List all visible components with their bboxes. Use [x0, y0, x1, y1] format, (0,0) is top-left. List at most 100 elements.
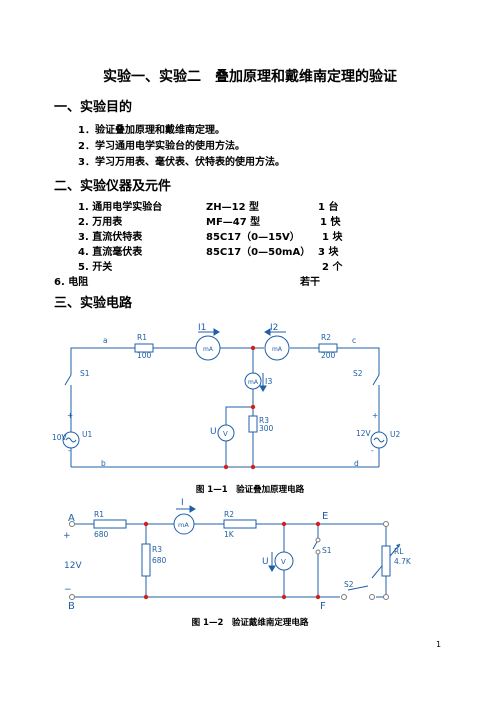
plus-sign: +: [372, 411, 378, 420]
r2-label: R2: [224, 510, 234, 519]
current-i3-label: I3: [265, 377, 272, 386]
resistor-r1: [93, 519, 127, 529]
r2-value: 200: [321, 351, 336, 360]
resistor-r1: [134, 343, 154, 353]
figure-2-caption: 图 1—2 验证戴维南定理电路: [191, 618, 309, 628]
equipment-qty: 1 块: [322, 232, 343, 243]
source-voltage: 12V: [64, 561, 82, 571]
voltmeter-label: V: [281, 558, 286, 566]
ammeter: [173, 513, 195, 535]
node-label-e: E: [322, 511, 328, 522]
current-arrows: [176, 505, 276, 572]
switch-s1-label: S1: [322, 546, 332, 555]
circuit-wires: [72, 523, 401, 598]
r3-value: 300: [259, 424, 274, 433]
voltmeter: [274, 551, 294, 571]
equipment-name: 2. 万用表: [78, 217, 123, 228]
equipment-name: 1. 通用电学实验台: [78, 202, 163, 213]
r3-label: R3: [152, 545, 162, 554]
rheostat-arrow: [396, 544, 400, 548]
ammeter-i2: [264, 335, 290, 361]
r1-label: R1: [137, 333, 147, 342]
switch-s2-label: S2: [344, 580, 354, 589]
voltage-u-label: U: [210, 427, 217, 437]
source-u1-label: U1: [82, 430, 92, 439]
rl-value: 4.7K: [394, 557, 412, 566]
r2-value: 1K: [224, 530, 235, 539]
ammeter-label: mA: [178, 521, 189, 529]
resistor-r2: [318, 343, 338, 353]
r1-label: R1: [94, 510, 104, 519]
r3-label: R3: [259, 416, 269, 425]
purpose-item-2: 2．学习通用电学实验台的使用方法。: [78, 141, 245, 152]
switch-s1-label: S1: [80, 369, 90, 378]
equipment-qty: 1 台: [318, 202, 339, 213]
page-number: 1: [436, 640, 442, 649]
section-heading-equipment: 二、实验仪器及元件: [54, 179, 172, 194]
source-u2-voltage: 12V: [356, 429, 372, 438]
source-u1-voltage: 10V: [52, 433, 68, 442]
current-i2-label: I2: [270, 323, 278, 333]
resistor-r3: [141, 543, 151, 577]
r1-value: 100: [137, 351, 152, 360]
node-label-d: d: [354, 459, 359, 468]
r1-value: 680: [94, 530, 109, 539]
ammeter-i2-label: mA: [272, 346, 283, 353]
r3-value: 680: [152, 556, 167, 565]
rl-label: RL: [394, 547, 404, 556]
switch-s2-label: S2: [353, 369, 363, 378]
voltmeter: [217, 424, 235, 442]
load-resistor-rl: [381, 545, 391, 577]
purpose-item-1: 1．验证叠加原理和戴维南定理。: [78, 125, 225, 136]
circuit-terminals: [69, 521, 389, 600]
current-i-label: I: [181, 498, 184, 508]
purpose-item-3: 3．学习万用表、毫伏表、伏特表的使用方法。: [78, 157, 285, 168]
resistor-r3: [248, 415, 258, 433]
equipment-name: 4. 直流毫伏表: [78, 247, 143, 258]
page-title: 实验一、实验二 叠加原理和戴维南定理的验证: [103, 69, 397, 85]
section-heading-purpose: 一、实验目的: [54, 100, 133, 115]
node-label-c: c: [352, 336, 356, 345]
circuit-nodes: [143, 521, 321, 600]
node-label-b: b: [101, 459, 106, 468]
voltmeter-label: V: [223, 430, 228, 438]
node-label-a: a: [103, 336, 108, 345]
circuit-wires: [70, 347, 380, 468]
node-label-f: F: [320, 601, 326, 612]
plus-sign: +: [63, 531, 71, 541]
source-tilde-glyphs: [65, 437, 385, 443]
section-heading-circuit: 三、实验电路: [54, 296, 133, 311]
resistor-r2: [223, 519, 257, 529]
node-label-a: A: [68, 513, 75, 524]
thevenin-circuit-diagram: A B E F R1 680 R2 1K R3 680 RL 4.7K mA V…: [63, 498, 412, 612]
equipment-name: 3. 直流伏特表: [78, 232, 143, 243]
equipment-model: MF—47 型: [206, 217, 261, 228]
equipment-model: ZH—12 型: [206, 202, 260, 213]
source-u2-label: U2: [390, 430, 400, 439]
minus-sign: −: [64, 585, 72, 595]
equipment-qty: 3 块: [318, 247, 339, 258]
r2-label: R2: [321, 333, 331, 342]
equipment-model: 85C17（0—50mA）: [206, 247, 311, 258]
equipment-model: 85C17（0—15V）: [206, 232, 300, 243]
equipment-name: 6. 电阻: [54, 277, 89, 288]
minus-sign: -: [371, 446, 374, 455]
ammeter-i3-label: mA: [248, 379, 259, 386]
equipment-qty: 2 个: [322, 262, 343, 273]
equipment-qty: 若干: [300, 277, 320, 288]
equipment-qty: 1 快: [320, 217, 341, 228]
current-i1-label: I1: [198, 323, 206, 333]
equipment-name: 5. 开关: [78, 262, 113, 273]
circuit-nodes: [223, 345, 256, 470]
minus-sign: -: [68, 446, 71, 455]
voltage-u-label: U: [262, 557, 269, 567]
current-arrows: [198, 328, 286, 392]
ammeter-i3: [244, 372, 262, 390]
ammeter-i1-label: mA: [203, 346, 214, 353]
plus-sign: +: [67, 411, 73, 420]
node-label-b: B: [68, 601, 75, 612]
figure-1-caption: 图 1—1 验证叠加原理电路: [195, 485, 305, 495]
ammeter-i1: [195, 335, 221, 361]
switch-blades: [64, 374, 380, 386]
superposition-circuit-diagram: a b c d R1 100 R2 200 R3 300 mA mA mA V …: [52, 323, 400, 470]
